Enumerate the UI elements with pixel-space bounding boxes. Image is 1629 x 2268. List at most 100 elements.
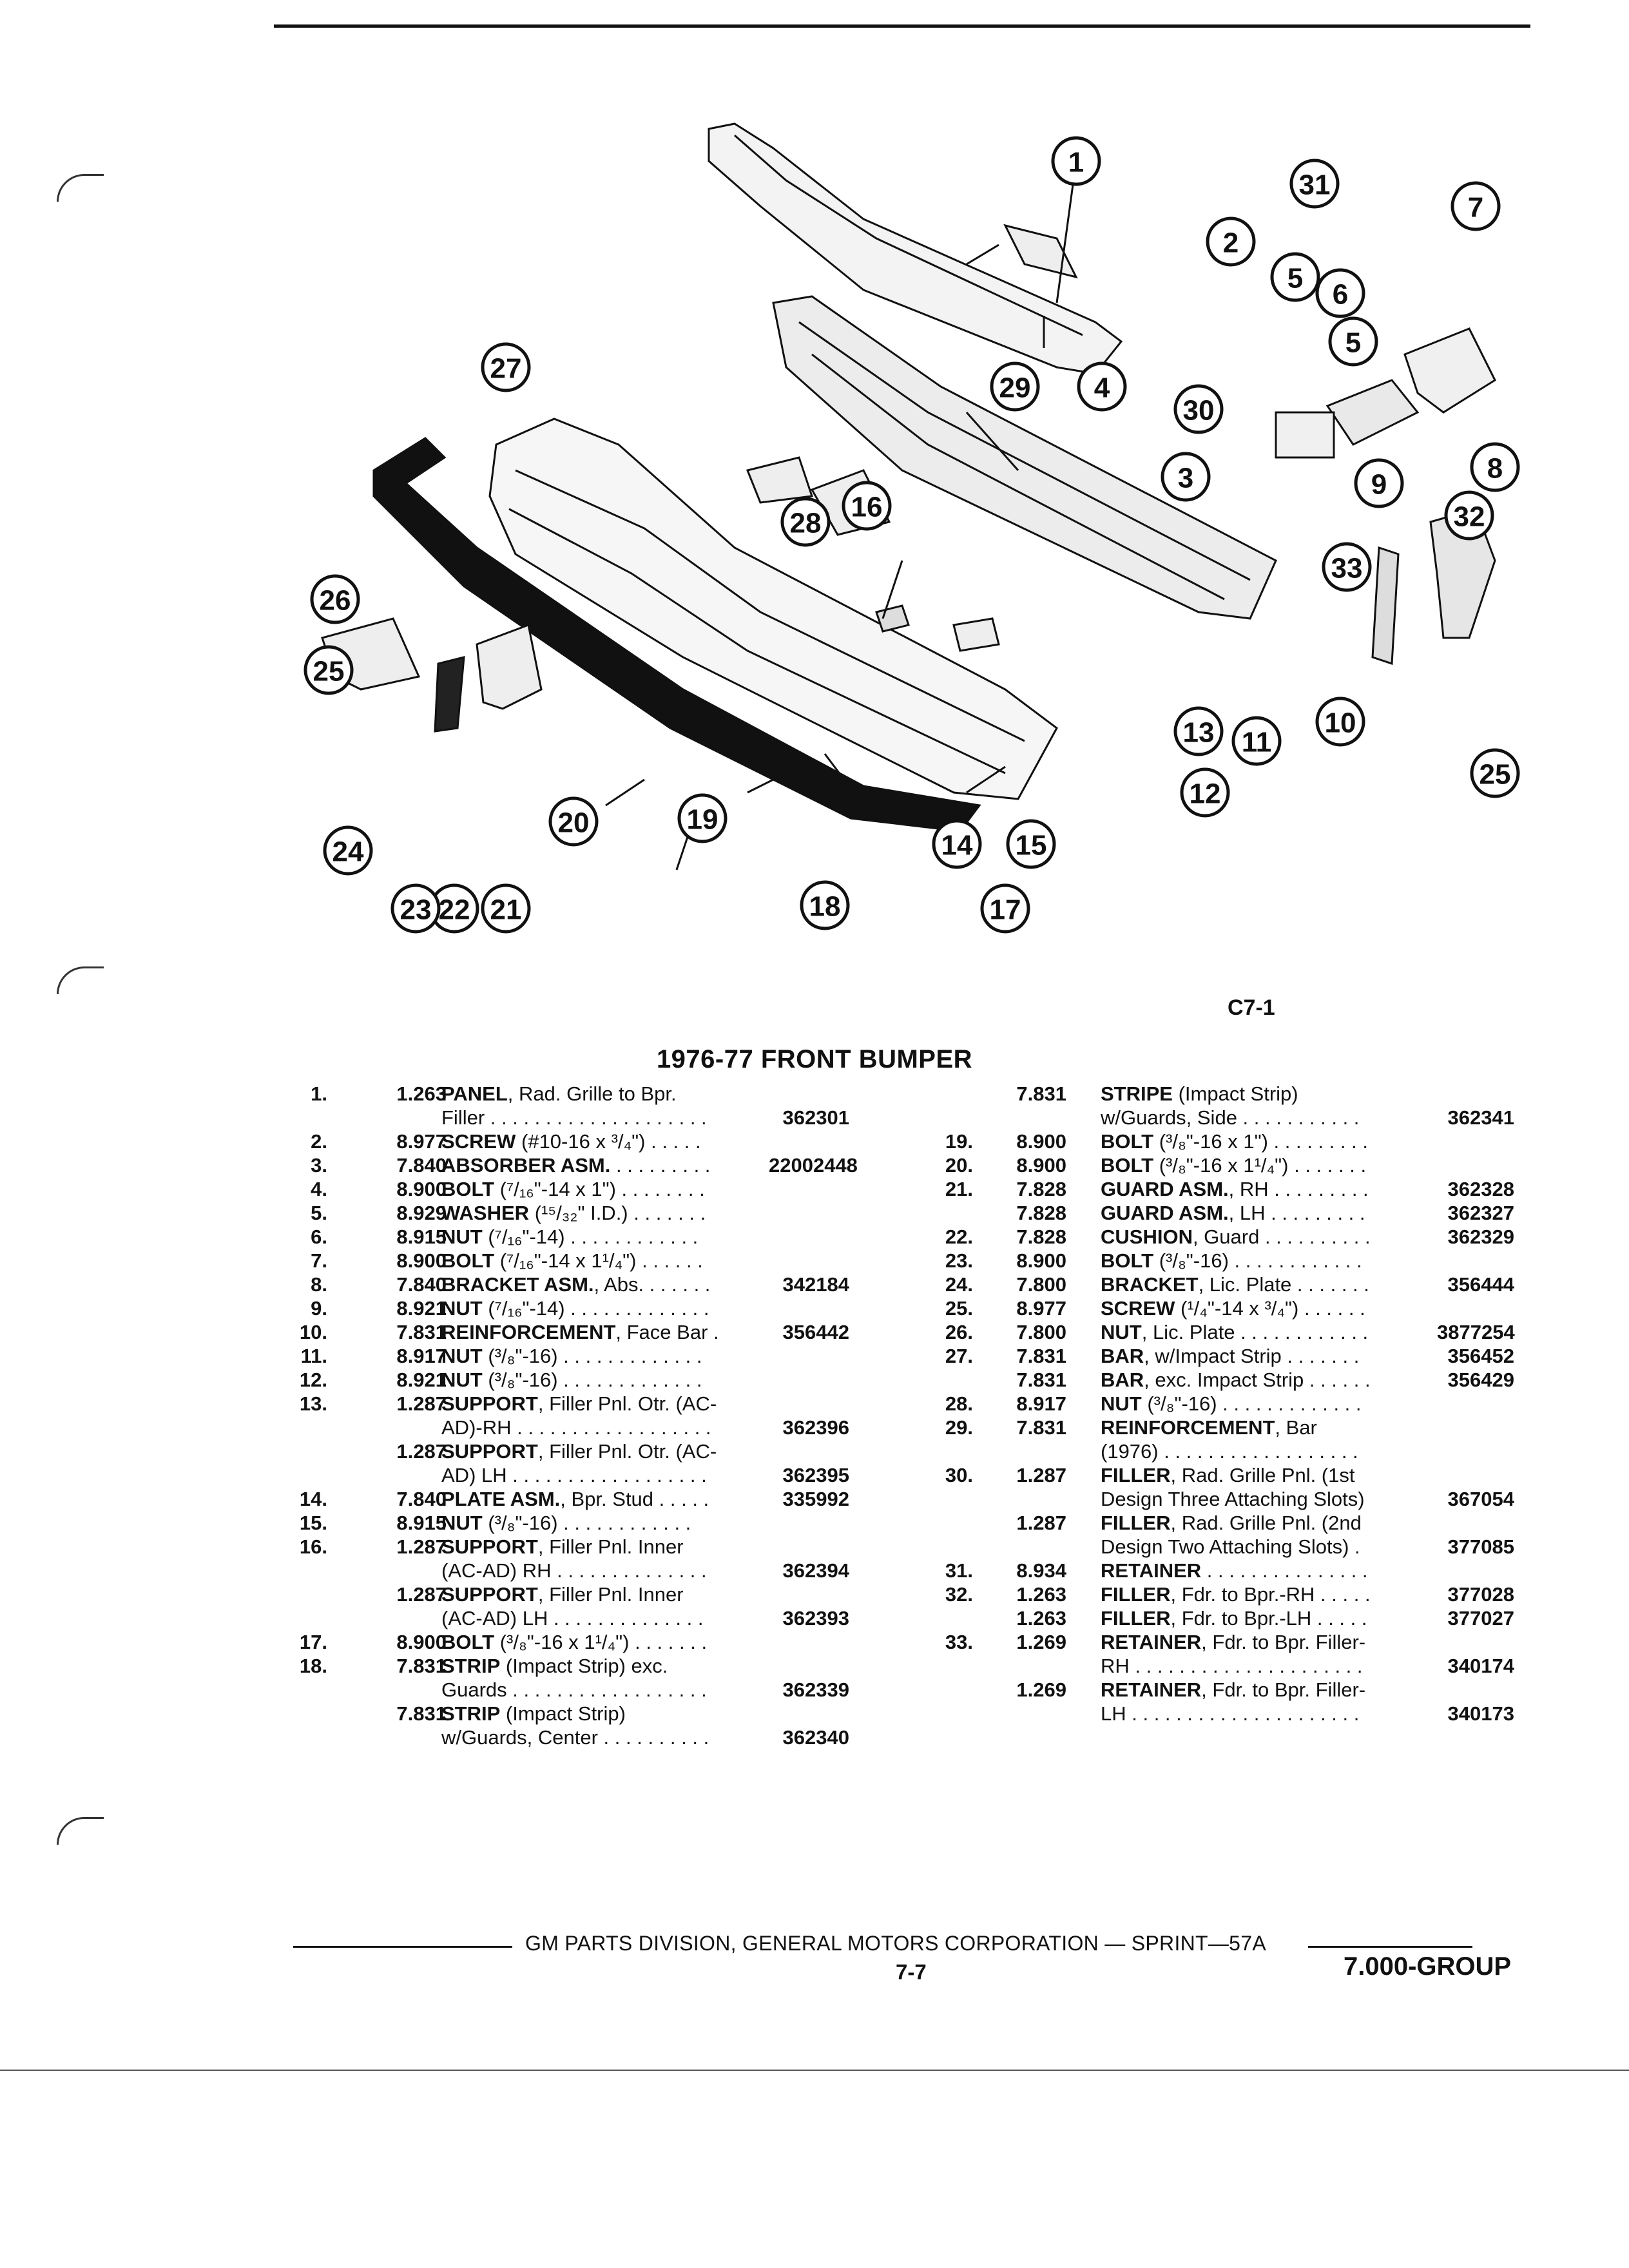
item-detail: (AC-AD) LH . . . . . . . . . . . . . .: [441, 1607, 704, 1629]
callout-circle: [310, 574, 360, 624]
item-name: BAR: [1101, 1369, 1144, 1391]
callout-13: 13: [1173, 706, 1224, 756]
callout-25: 25: [1470, 748, 1520, 798]
part-number: 356444: [1447, 1273, 1514, 1296]
item-description: SUPPORT, Filler Pnl. Otr. (AC-: [441, 1440, 789, 1464]
callout-circle: [548, 796, 599, 847]
part-number: 362328: [1447, 1178, 1514, 1200]
item-description: NUT (⁷/₁₆"-14) . . . . . . . . . . . . .: [441, 1297, 789, 1321]
item-detail: (⁷/₁₆"-14 x 1") . . . . . . . .: [494, 1178, 705, 1200]
retainer-part: [1371, 546, 1400, 666]
item-number: 31.: [945, 1559, 973, 1582]
group-number: 7.800: [1016, 1273, 1066, 1296]
guard-cushion-part: [434, 656, 465, 733]
callout-circle: [932, 819, 982, 869]
item-description: w/Guards, Side . . . . . . . . . . .: [1101, 1106, 1436, 1130]
item-detail: (³/₈"-16) . . . . . . . . . . . . .: [482, 1369, 702, 1391]
callout-circle: [1051, 136, 1101, 186]
item-description: SUPPORT, Filler Pnl. Inner: [441, 1535, 789, 1559]
callout-circle: [1315, 268, 1365, 318]
group-number: 7.840: [396, 1273, 447, 1296]
reinforcement-part: [772, 295, 1277, 620]
item-description: BOLT (⁷/₁₆"-14 x 1") . . . . . . . .: [441, 1178, 789, 1202]
callout-label: 5: [1345, 327, 1361, 359]
item-description: RETAINER, Fdr. to Bpr. Filler-: [1101, 1678, 1436, 1702]
group-number: 7.828: [1016, 1202, 1066, 1224]
item-detail: (AC-AD) RH . . . . . . . . . . . . . .: [441, 1559, 707, 1582]
callout-circle: [1328, 316, 1378, 367]
item-description: Design Two Attaching Slots) .: [1101, 1535, 1436, 1559]
item-description: BAR, exc. Impact Strip . . . . . .: [1101, 1369, 1436, 1392]
item-detail: , Lic. Plate . . . . . . .: [1198, 1273, 1369, 1296]
item-name: RETAINER: [1101, 1678, 1202, 1701]
callout-circle: [1354, 458, 1404, 508]
item-name: SUPPORT: [441, 1392, 538, 1415]
item-number: 13.: [299, 1392, 327, 1415]
group-number: 7.831: [396, 1702, 447, 1725]
item-name: BOLT: [441, 1178, 495, 1200]
callout-label: 10: [1325, 707, 1356, 739]
item-name: WASHER: [441, 1202, 530, 1224]
group-number: 1.287: [396, 1583, 447, 1606]
callout-label: 7: [1468, 192, 1483, 224]
item-detail: , Filler Pnl. Otr. (AC-: [537, 1440, 717, 1463]
item-description: WASHER (¹⁵/₃₂" I.D.) . . . . . . .: [441, 1202, 789, 1225]
item-number: 17.: [299, 1631, 327, 1653]
item-name: FILLER: [1101, 1583, 1171, 1606]
callout-circle: [1315, 697, 1365, 747]
item-number: 12.: [299, 1369, 327, 1391]
callout-28: 28: [780, 497, 831, 547]
group-number: 8.900: [1016, 1249, 1066, 1272]
page-number: 7-7: [896, 1960, 927, 1984]
group-number: 1.263: [1016, 1607, 1066, 1629]
item-description: SUPPORT, Filler Pnl. Inner: [441, 1583, 789, 1607]
group-label: 7.000-GROUP: [1344, 1952, 1512, 1981]
item-name: SCREW: [1101, 1297, 1175, 1320]
callout-label: 13: [1183, 717, 1215, 749]
item-description: PANEL, Rad. Grille to Bpr.: [441, 1082, 789, 1106]
callout-label: 20: [558, 807, 590, 839]
item-description: AD) LH . . . . . . . . . . . . . . . . .…: [441, 1464, 789, 1488]
callout-circle: [390, 883, 441, 934]
item-name: CUSHION: [1101, 1225, 1193, 1248]
callout-label: 26: [320, 585, 351, 617]
item-detail: , LH . . . . . . . . .: [1228, 1202, 1365, 1224]
callout-label: 2: [1223, 227, 1239, 259]
callout-20: 20: [548, 796, 599, 847]
page-title: 1976-77 FRONT BUMPER: [656, 1045, 973, 1073]
item-number: 2.: [311, 1130, 327, 1153]
callout-16: 16: [842, 481, 892, 531]
item-number: 15.: [299, 1512, 327, 1534]
item-name: STRIPE: [1101, 1082, 1173, 1105]
group-number: 8.917: [396, 1345, 447, 1367]
callout-label: 16: [851, 492, 883, 523]
item-detail: , Face Bar .: [615, 1321, 719, 1343]
item-name: RETAINER: [1101, 1559, 1202, 1582]
group-number: 1.287: [396, 1535, 447, 1558]
item-description: FILLER, Fdr. to Bpr.-RH . . . . .: [1101, 1583, 1436, 1607]
group-number: 1.263: [1016, 1583, 1066, 1606]
callout-15: 15: [1006, 819, 1056, 869]
item-description: PLATE ASM., Bpr. Stud . . . . .: [441, 1488, 789, 1512]
part-number: 362341: [1447, 1106, 1514, 1129]
part-number: 362396: [782, 1416, 849, 1439]
item-name: STRIP: [441, 1655, 501, 1677]
group-number: 7.831: [1016, 1082, 1066, 1105]
item-name: REINFORCEMENT: [441, 1321, 616, 1343]
item-detail: AD)-RH . . . . . . . . . . . . . . . . .…: [441, 1416, 711, 1439]
item-number: 23.: [945, 1249, 973, 1272]
item-number: 26.: [945, 1321, 973, 1343]
group-number: 1.287: [1016, 1512, 1066, 1534]
part-number: 367054: [1447, 1488, 1514, 1510]
item-detail: , Guard . . . . . . . . . .: [1192, 1225, 1371, 1248]
item-description: BAR, w/Impact Strip . . . . . . .: [1101, 1345, 1436, 1369]
item-number: 14.: [299, 1488, 327, 1510]
callout-21: 21: [481, 883, 531, 934]
item-name: NUT: [441, 1512, 483, 1534]
item-description: BOLT (⁷/₁₆"-14 x 1¹/₄") . . . . . .: [441, 1249, 789, 1273]
callout-circle: [1173, 384, 1224, 434]
group-number: 8.915: [396, 1225, 447, 1248]
part-number: 362393: [782, 1607, 849, 1629]
group-number: 7.831: [1016, 1416, 1066, 1439]
item-description: CUSHION, Guard . . . . . . . . . .: [1101, 1225, 1436, 1249]
